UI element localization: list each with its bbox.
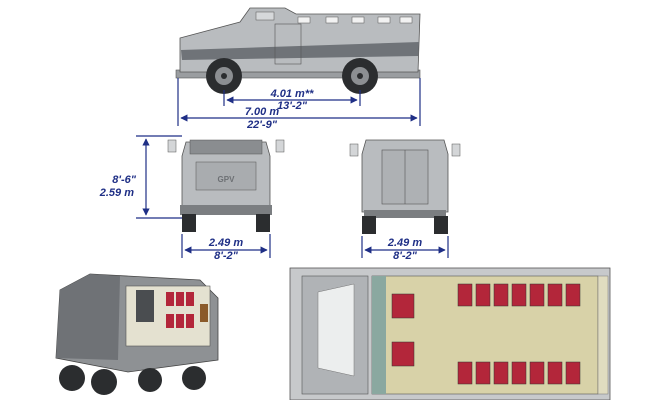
front-badge: GPV: [218, 175, 236, 184]
side-door: [274, 23, 302, 65]
cutaway-door-panel: [200, 304, 208, 322]
cutaway-wheel: [138, 368, 162, 392]
cutaway-wheel: [182, 366, 206, 390]
side-window: [255, 11, 275, 21]
cutaway-wheel: [91, 369, 117, 395]
rear-bumper: [364, 210, 446, 218]
height-m-label: 2.59 m: [99, 187, 134, 199]
passenger-seat: [475, 283, 491, 307]
cutaway-driver-seat: [136, 290, 154, 322]
passenger-seat: [493, 283, 509, 307]
wheelbase-ft-label: 13'-2": [277, 100, 308, 112]
rear-right-tire: [434, 216, 448, 234]
passenger-seat: [565, 283, 581, 307]
side-view: [175, 7, 421, 94]
passenger-seat: [511, 283, 527, 307]
passenger-seat: [511, 361, 527, 385]
top-seat-row-lower: [457, 361, 581, 385]
front-width-ft-label: 8'-2": [214, 250, 239, 262]
side-window: [377, 16, 391, 24]
rear-right-light: [451, 143, 461, 157]
passenger-seat: [529, 283, 545, 307]
side-stripe: [181, 42, 419, 60]
height-ft-label: 8'-6": [112, 174, 137, 186]
rear-width-dimension: 2.49 m 8'-2": [361, 236, 449, 262]
front-width-dimension: 2.49 m 8'-2": [181, 234, 271, 262]
front-width-m-label: 2.49 m: [208, 237, 243, 249]
top-rear-door: [597, 275, 609, 395]
cutaway-wheel: [59, 365, 85, 391]
top-windshield: [317, 283, 355, 377]
front-wheel: [206, 58, 242, 94]
top-front-seats: [391, 293, 415, 367]
passenger-seat: [457, 361, 473, 385]
length-ft-label: 22'-9": [246, 119, 278, 131]
front-bumper: [180, 205, 272, 215]
front-grille: [195, 161, 257, 191]
rear-left-tire: [362, 216, 376, 234]
side-window: [399, 16, 413, 24]
front-view: GPV: [167, 139, 285, 232]
rear-wheel: [342, 58, 378, 94]
wheelbase-m-label: 4.01 m**: [270, 88, 315, 100]
passenger-seat: [565, 361, 581, 385]
rear-width-m-label: 2.49 m: [387, 237, 422, 249]
length-m-label: 7.00 m: [245, 106, 279, 118]
passenger-seat: [547, 361, 563, 385]
right-mirror: [275, 139, 285, 153]
cutaway-seats: [166, 292, 194, 328]
side-window: [351, 16, 365, 24]
rear-view: [349, 139, 461, 234]
passenger-seat: [529, 361, 545, 385]
length-dimension: 7.00 m 22'-9": [177, 78, 421, 131]
wheelbase-dimension: 4.01 m** 13'-2": [223, 88, 361, 112]
passenger-seat: [475, 361, 491, 385]
top-partition: [372, 276, 386, 394]
left-mirror: [167, 139, 177, 153]
front-left-tire: [182, 214, 196, 232]
passenger-seat: [547, 283, 563, 307]
side-window: [297, 16, 311, 24]
rear-left-light: [349, 143, 359, 157]
cutaway-side: [56, 274, 120, 360]
cutaway-view: [55, 273, 219, 395]
front-right-tire: [256, 214, 270, 232]
rear-width-ft-label: 8'-2": [393, 250, 418, 262]
passenger-seat: [493, 361, 509, 385]
side-window: [325, 16, 339, 24]
passenger-seat: [457, 283, 473, 307]
front-windshield: [189, 139, 263, 155]
top-seat-row-upper: [457, 283, 581, 307]
height-dimension: 8'-6" 2.59 m: [99, 135, 182, 219]
